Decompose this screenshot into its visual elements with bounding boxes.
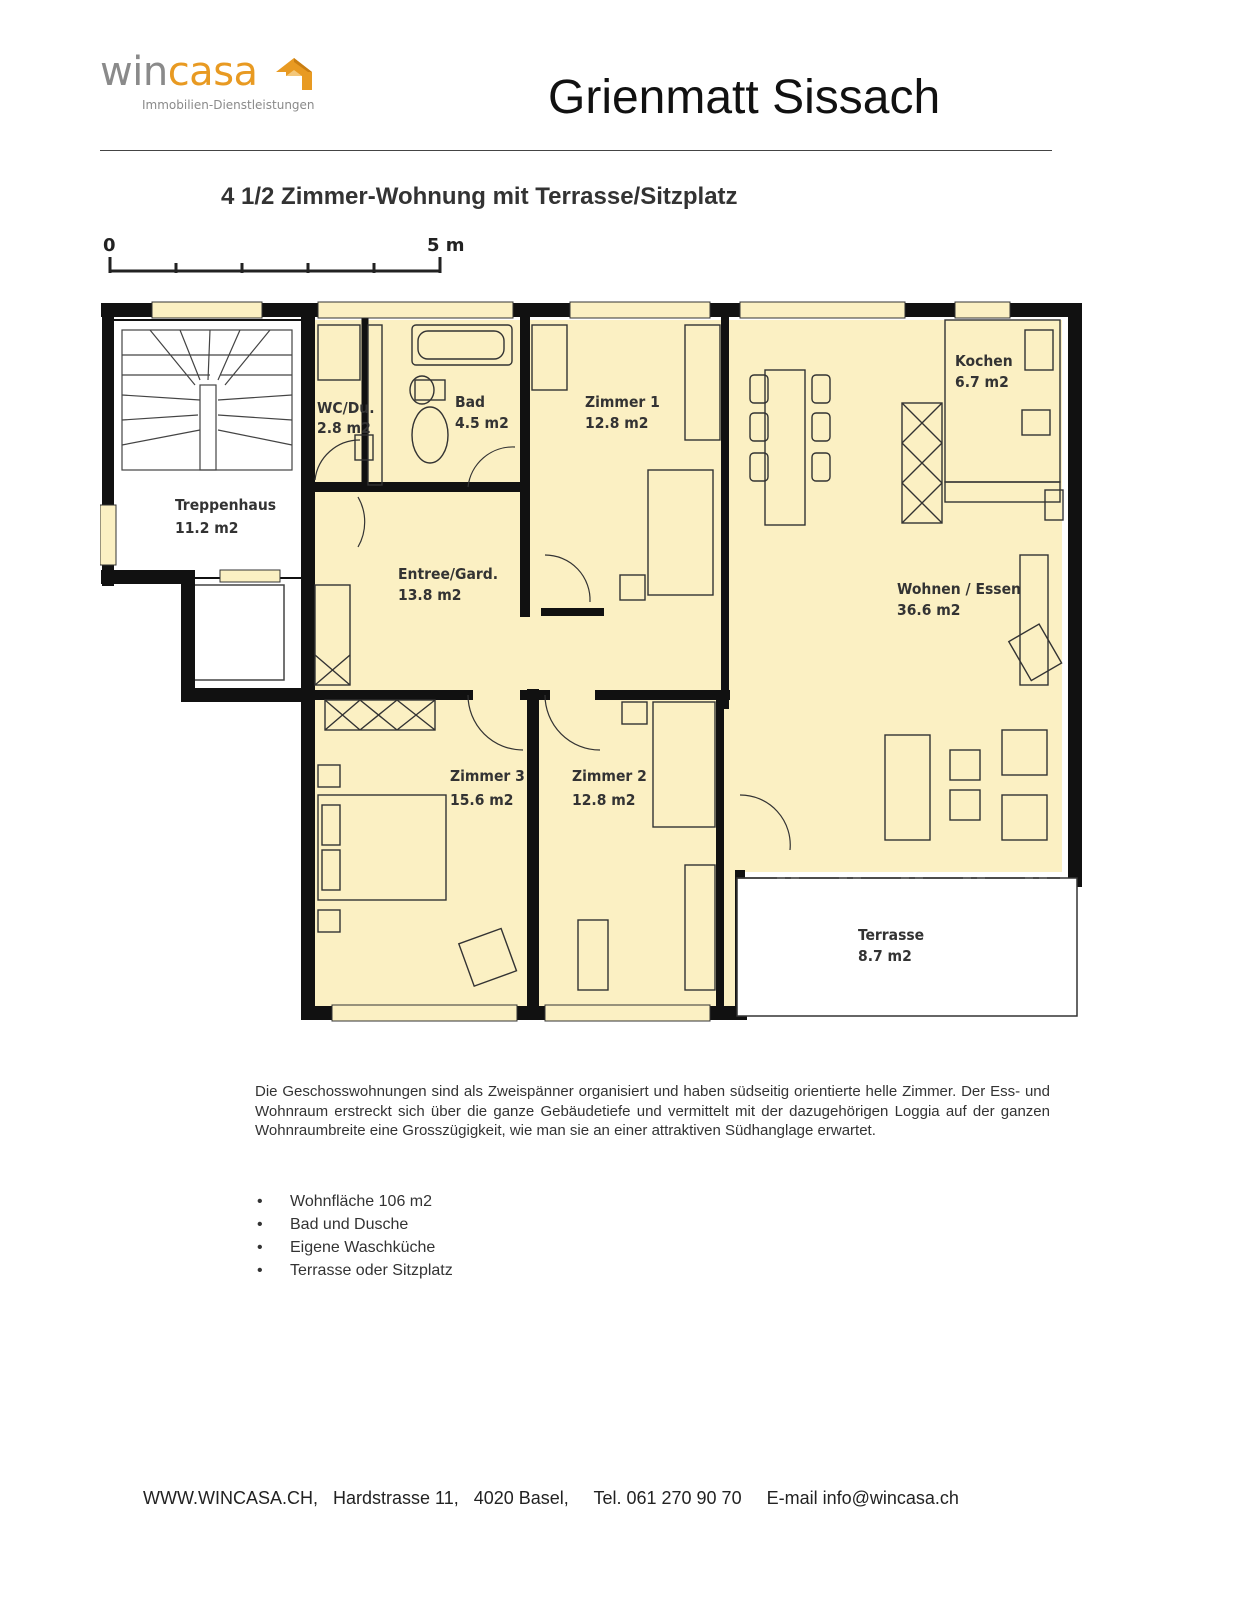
room-name-entree: Entree/Gard.: [398, 565, 498, 583]
header-divider: [100, 150, 1052, 151]
room-area-wohnen: 36.6 m2: [897, 601, 961, 619]
feature-list: • Wohnfläche 106 m2 • Bad und Dusche • Eige…: [255, 1190, 453, 1282]
room-area-entree: 13.8 m2: [398, 586, 462, 604]
scale-bar: 0 5 m: [103, 235, 465, 273]
house-icon: [276, 58, 312, 90]
scale-label-end: 5 m: [427, 235, 465, 256]
room-area-zimmer1: 12.8 m2: [585, 414, 649, 432]
logo-word-win: win: [100, 49, 168, 95]
room-name-zimmer3: Zimmer 3: [450, 767, 525, 785]
room-name-terrasse: Terrasse: [858, 926, 924, 944]
room-area-kochen: 6.7 m2: [955, 373, 1009, 391]
room-labels: WC/Du. 2.8 m2 Bad 4.5 m2 Zimmer 1 12.8 m…: [175, 352, 1021, 965]
bullet-icon: •: [257, 1193, 263, 1210]
feature-text: Terrasse oder Sitzplatz: [290, 1262, 453, 1279]
list-item: • Bad und Dusche: [255, 1213, 453, 1236]
room-area-zimmer2: 12.8 m2: [572, 791, 636, 809]
list-item: • Terrasse oder Sitzplatz: [255, 1259, 453, 1282]
room-name-treppenhaus: Treppenhaus: [175, 496, 276, 514]
scale-label-start: 0: [103, 235, 116, 256]
room-name-wc: WC/Du.: [317, 399, 375, 417]
wincasa-logo: wincasa Immobilien-Dienstleistungen: [100, 48, 330, 120]
room-area-wc: 2.8 m2: [317, 419, 371, 437]
feature-text: Wohnfläche 106 m2: [290, 1193, 433, 1210]
bullet-icon: •: [257, 1262, 263, 1279]
room-name-wohnen: Wohnen / Essen: [897, 580, 1021, 598]
room-area-zimmer3: 15.6 m2: [450, 791, 514, 809]
room-name-bad: Bad: [455, 393, 485, 411]
terrace: [736, 877, 1078, 1017]
plan-title: 4 1/2 Zimmer-Wohnung mit Terrasse/Sitzpl…: [221, 183, 738, 210]
logo-tagline: Immobilien-Dienstleistungen: [142, 98, 315, 112]
furniture: [314, 319, 1064, 991]
room-area-terrasse: 8.7 m2: [858, 947, 912, 965]
room-area-bad: 4.5 m2: [455, 414, 509, 432]
room-fills: [315, 320, 1062, 1018]
logo-wordmark: wincasa: [100, 48, 258, 96]
door-swings: [314, 439, 791, 851]
windows: [100, 301, 1011, 1022]
room-name-zimmer1: Zimmer 1: [585, 393, 660, 411]
page-title: Grienmatt Sissach: [548, 71, 941, 124]
feature-text: Bad und Dusche: [290, 1216, 409, 1233]
feature-text: Eigene Waschküche: [290, 1239, 436, 1256]
footer-contact: WWW.WINCASA.CH, Hardstrasse 11, 4020 Bas…: [143, 1488, 959, 1508]
list-item: • Wohnfläche 106 m2: [255, 1190, 453, 1213]
stairwell: [107, 319, 309, 681]
list-item: • Eigene Waschküche: [255, 1236, 453, 1259]
bullet-icon: •: [257, 1239, 263, 1256]
room-name-zimmer2: Zimmer 2: [572, 767, 647, 785]
logo-word-casa: casa: [167, 49, 258, 95]
bullet-icon: •: [257, 1216, 263, 1233]
floor-plan: 0 5 m: [100, 235, 1082, 1022]
room-name-kochen: Kochen: [955, 352, 1013, 370]
room-area-treppenhaus: 11.2 m2: [175, 519, 239, 537]
apartment-description: Die Geschosswohnungen sind als Zweispänn…: [255, 1083, 1050, 1139]
